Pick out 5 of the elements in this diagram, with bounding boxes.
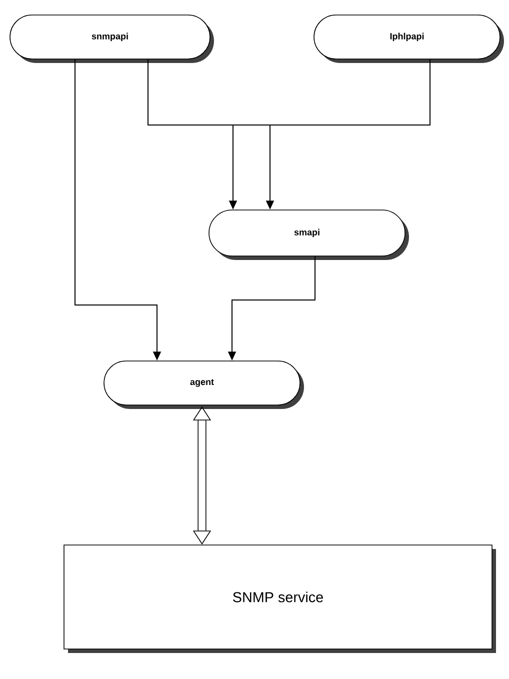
process-box: SNMP service [64, 544, 496, 653]
rounded-box: smapi [208, 210, 409, 260]
rounded-box: agent [104, 360, 304, 409]
rounded-box: Iphlpapi [314, 14, 504, 63]
rounded-box: snmpapi [10, 14, 214, 63]
